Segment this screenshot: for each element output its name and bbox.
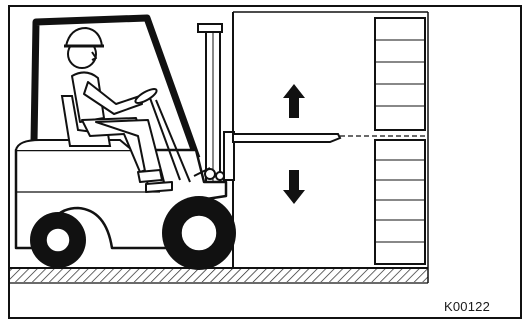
front-wheel [162,196,236,270]
rear-wheel [30,212,86,268]
down-arrow-icon [283,170,305,204]
figure-code-label: K00122 [444,299,490,314]
up-arrow-icon [283,84,305,118]
ground-hatch [10,268,428,282]
forklift-forks [224,132,340,180]
hard-hat-icon [64,28,104,46]
forklift-mast [198,24,222,182]
overhead-guard [34,18,197,158]
storage-shelving [375,18,425,264]
